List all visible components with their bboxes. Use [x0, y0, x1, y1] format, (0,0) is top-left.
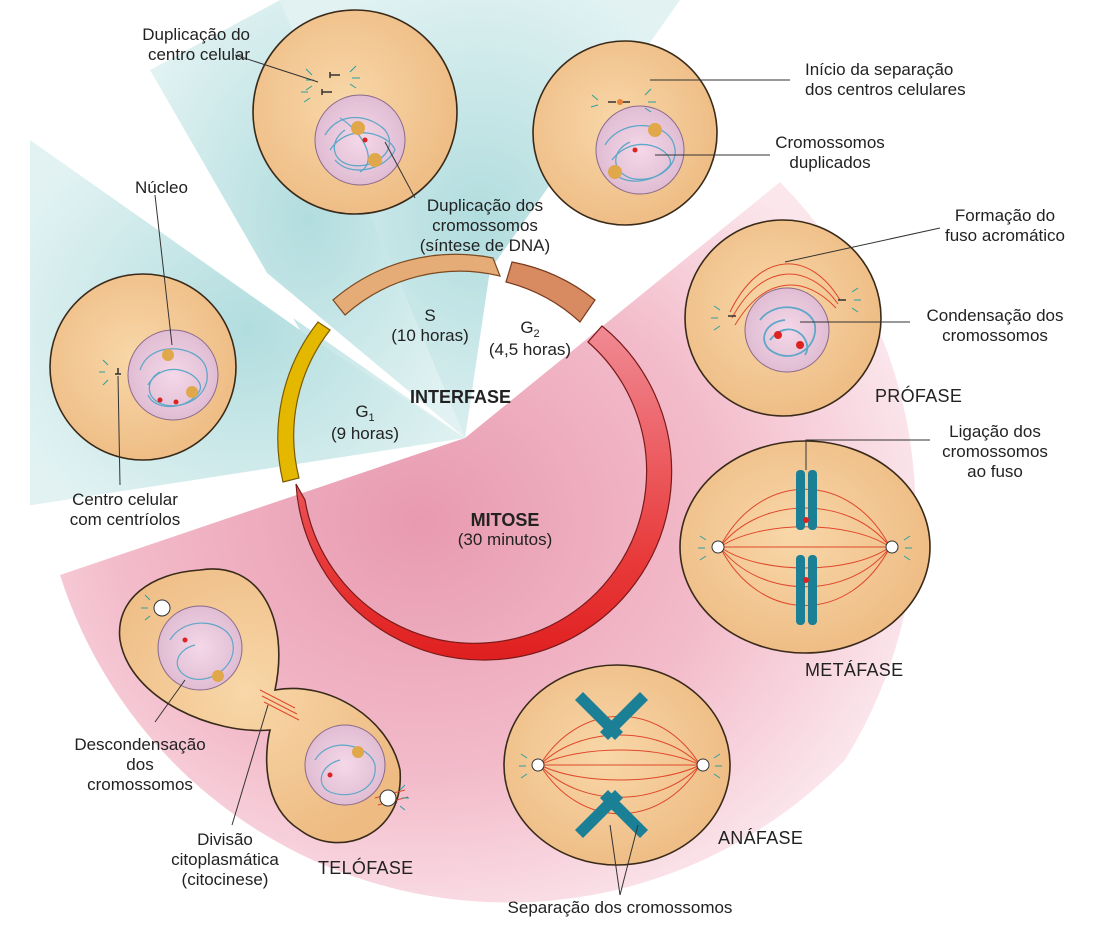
cell-metaphase: [679, 440, 931, 654]
phase-anaphase: ANÁFASE: [718, 828, 804, 848]
cell-g2-phase: [532, 40, 718, 226]
mitosis-arc: [295, 325, 673, 661]
s-phase-label: S(10 horas): [391, 306, 469, 345]
cell-anaphase: [503, 664, 731, 866]
g2-arc: [505, 261, 596, 323]
cycle-ring: [277, 253, 673, 661]
cell-telophase: [118, 568, 409, 844]
g2-phase-label: G2 (4,5 horas): [488, 318, 572, 359]
label-chromosome-separation: Separação dos cromossomos: [507, 898, 733, 917]
leader-lines: [117, 54, 941, 896]
cell-g1-phase: [49, 273, 237, 461]
g1-phase-label: G1 (9 horas): [330, 402, 400, 443]
g1-arc: [277, 321, 331, 483]
label-nucleus: Núcleo: [135, 178, 188, 197]
cell-prophase: [684, 219, 882, 417]
phase-prophase: PRÓFASE: [875, 386, 963, 406]
s-arc: [332, 253, 501, 316]
aster-icon: [301, 65, 360, 103]
interphase-label: INTERFASE: [410, 387, 512, 407]
phase-metaphase: METÁFASE: [805, 660, 904, 680]
phase-telophase: TELÓFASE: [318, 858, 414, 878]
cell-s-phase: [252, 9, 458, 215]
mitosis-label: MITOSE (30 minutos): [457, 510, 553, 549]
